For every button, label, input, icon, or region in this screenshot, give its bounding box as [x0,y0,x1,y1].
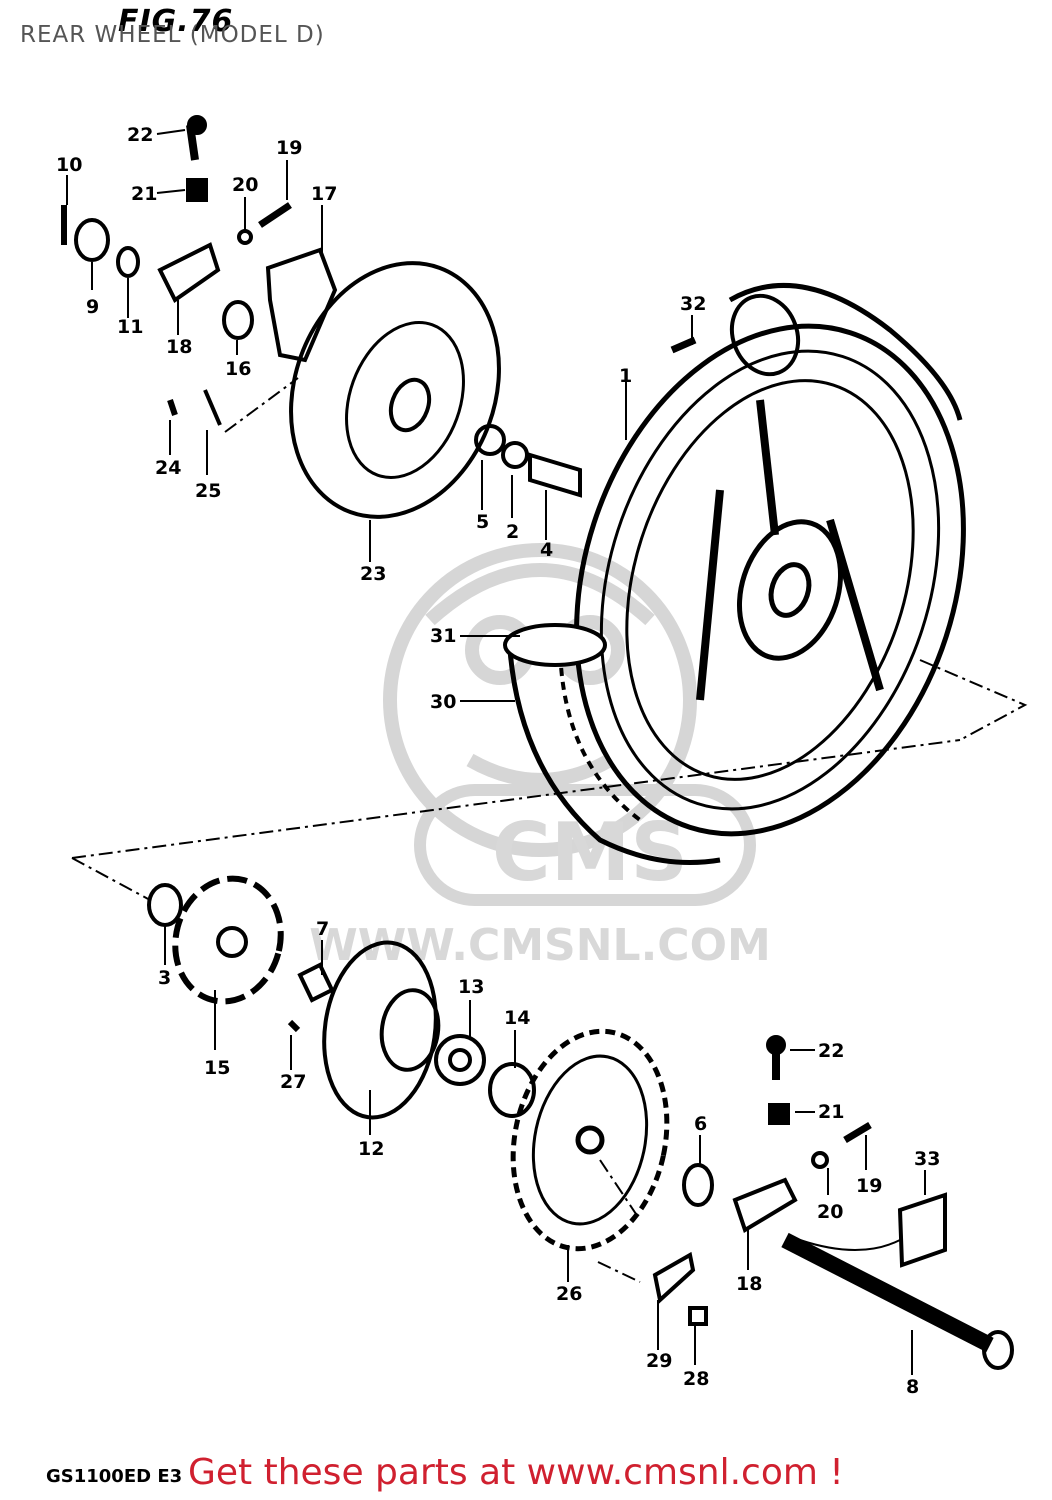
promo-link-text[interactable]: Get these parts at www.cmsnl.com ! [188,1452,844,1493]
caliper-bracket [265,247,338,363]
diagram-title: REAR WHEEL (MODEL D) [20,22,325,48]
callout-31: 31 [430,625,456,647]
callout-16: 16 [225,358,251,380]
callout-25: 25 [195,480,221,502]
callout-19: 19 [276,137,302,159]
assembly-lines [71,377,1028,1283]
callout-22: 22 [127,124,153,146]
callout-29: 29 [646,1350,672,1372]
callout-7: 7 [316,918,329,940]
callout-14: 14 [504,1007,530,1029]
callout-10: 10 [56,154,82,176]
callout-13: 13 [458,976,484,998]
callout-18: 18 [166,336,192,358]
callout-27: 27 [280,1071,306,1093]
axle-hardware [652,1035,1014,1370]
callout-11: 11 [117,316,143,338]
watermark-brand: CMS [492,806,688,899]
callout-24: 24 [155,457,181,479]
rear-wheel [574,323,966,837]
callout-21: 21 [131,183,157,205]
damper-hub-group [147,875,536,1120]
callout-12: 12 [358,1138,384,1160]
watermark-url: WWW.CMSNL.COM [309,920,771,971]
brake-disc [289,261,501,519]
callout-20b: 20 [817,1201,843,1223]
model-code: GS1100ED E3 [46,1466,183,1487]
callout-5: 5 [476,511,489,533]
callout-22b: 22 [818,1040,844,1062]
callout-4: 4 [540,539,553,561]
callout-17: 17 [311,183,337,205]
callout-23: 23 [360,563,386,585]
callout-30: 30 [430,691,456,713]
callout-2: 2 [506,521,519,543]
upper-hardware [61,115,697,498]
callout-20: 20 [232,174,258,196]
callout-28: 28 [683,1368,709,1390]
callout-9: 9 [86,296,99,318]
callout-26: 26 [556,1283,582,1305]
callout-18b: 18 [736,1273,762,1295]
callout-8: 8 [906,1376,919,1398]
tyre [503,282,963,865]
callout-32: 32 [680,293,706,315]
callout-19b: 19 [856,1175,882,1197]
callout-6: 6 [694,1113,707,1135]
callout-3: 3 [158,967,171,989]
callout-15: 15 [204,1057,230,1079]
rear-sprocket [510,1028,670,1252]
figure-number: FIG.76 [118,4,234,39]
callout-21b: 21 [818,1101,844,1123]
callout-33: 33 [914,1148,940,1170]
callout-labels: 22 10 21 19 20 17 9 11 18 16 32 1 24 25 … [56,124,940,1398]
callout-1: 1 [619,365,632,387]
leader-lines [66,129,926,1375]
